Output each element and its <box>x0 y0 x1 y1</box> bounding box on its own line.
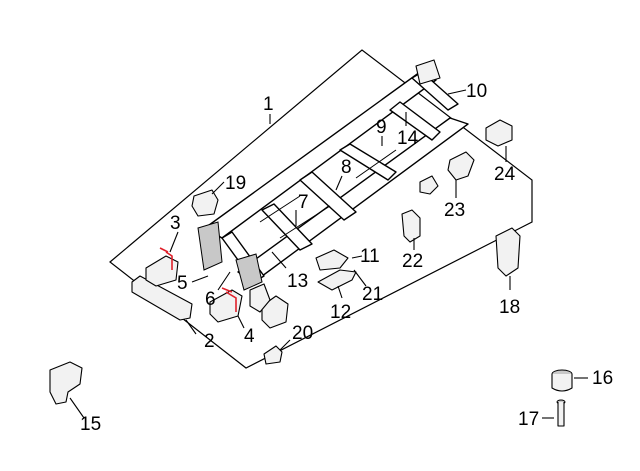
callout-labels: 1 2 3 4 5 6 7 8 9 10 11 12 13 14 15 16 1… <box>80 81 613 435</box>
callout-23: 23 <box>444 200 465 221</box>
callout-22: 22 <box>402 251 423 272</box>
part-3-bracket <box>145 255 179 287</box>
callout-3: 3 <box>170 213 181 234</box>
callout-8: 8 <box>341 157 352 178</box>
part-20b-mount <box>261 295 289 329</box>
part-23b-bracket <box>419 175 439 195</box>
callout-15: 15 <box>80 414 101 435</box>
callout-14: 14 <box>397 128 419 149</box>
part-15-bracket <box>49 361 83 405</box>
part-18-bracket <box>495 227 521 277</box>
callout-13: 13 <box>287 271 308 292</box>
part-16-bushing <box>551 369 573 392</box>
part-17-bolt <box>556 399 566 427</box>
callout-21: 21 <box>362 284 383 305</box>
callout-5: 5 <box>177 273 188 294</box>
callout-16: 16 <box>592 368 613 389</box>
part-21-bracket <box>315 249 349 271</box>
callout-4: 4 <box>244 326 255 347</box>
part-2-crossmember <box>131 275 193 321</box>
part-19-mount <box>191 189 219 217</box>
part-12-bracket <box>317 269 357 291</box>
leader-lines <box>69 89 588 419</box>
callout-7: 7 <box>298 192 309 213</box>
part-24-mount <box>485 119 513 147</box>
callout-18: 18 <box>499 297 520 318</box>
callout-17: 17 <box>518 409 539 430</box>
callout-19: 19 <box>225 173 246 194</box>
assembly-group-outline <box>109 49 533 369</box>
callout-20: 20 <box>292 323 313 344</box>
callout-11: 11 <box>360 246 380 267</box>
part-20c-bracket <box>249 283 271 313</box>
callout-10: 10 <box>466 81 487 102</box>
part-22-bracket <box>401 209 421 243</box>
part-23-bracket <box>447 151 475 181</box>
frame-assembly <box>197 59 469 291</box>
callout-24: 24 <box>494 164 516 185</box>
callout-12: 12 <box>330 302 351 323</box>
callout-6: 6 <box>205 289 216 310</box>
callout-1: 1 <box>263 94 274 115</box>
callout-9: 9 <box>376 117 387 138</box>
callout-2: 2 <box>204 331 215 352</box>
part-20-bracket <box>263 345 283 365</box>
